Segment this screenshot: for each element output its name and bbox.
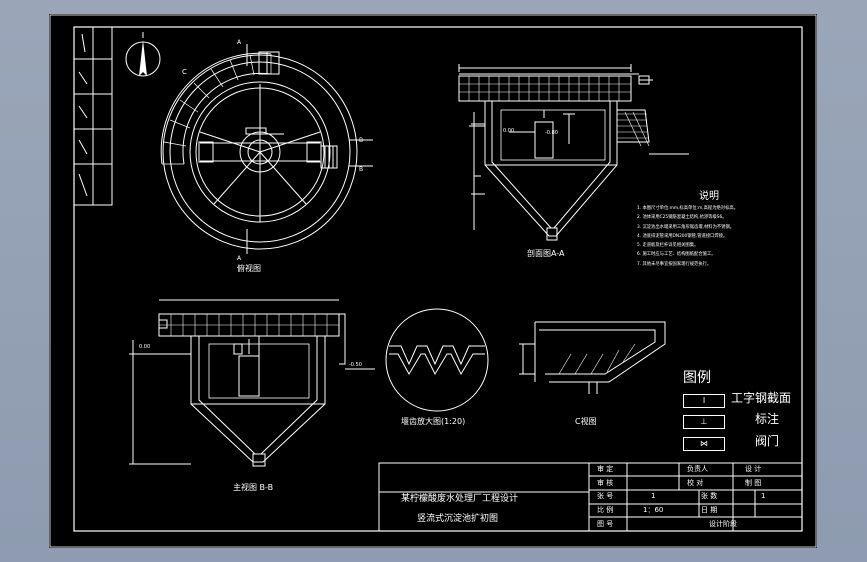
svg-text:A: A: [237, 39, 242, 46]
svg-text:C: C: [182, 68, 187, 76]
drawing-canvas: A A B B C: [49, 14, 817, 548]
tb-zhitu: 制 图: [745, 479, 762, 487]
legend-title: 图例: [683, 370, 711, 386]
drawing-sheet: A A B B C: [49, 14, 817, 548]
label-section-aa: 剖面图A-A: [527, 249, 565, 258]
label-main-view: 主视图 B-B: [233, 483, 274, 492]
svg-text:-0.80: -0.80: [545, 130, 558, 136]
tb-fuzeren: 负责人: [687, 465, 708, 473]
inner-border: [73, 26, 803, 532]
tb-sheji: 设 计: [745, 465, 762, 473]
legend-symbol-ibeam-icon: I: [683, 394, 725, 408]
binding-strip: [73, 26, 113, 206]
notes-line: 1. 本图尺寸单位:mm,标高单位:m,高程为绝对标高。: [637, 206, 738, 211]
section-aa-drawing: [458, 64, 689, 241]
notes-line: 4. 池底排泥管采用DN200钢管,管道接口焊接。: [637, 233, 728, 239]
svg-text:B: B: [359, 166, 363, 173]
tb-shending: 审 定: [597, 465, 614, 473]
tb-jiaodui: 校 对: [687, 479, 704, 487]
svg-text:A: A: [237, 255, 242, 262]
tb-shenhe: 审 核: [597, 479, 614, 487]
label-weir-detail: 堰齿放大图(1:20): [401, 417, 466, 426]
legend-label-valve: 阀门: [755, 434, 780, 448]
svg-text:B: B: [359, 137, 363, 144]
notes-line: 7. 其他未尽事宜按国家现行规范执行。: [637, 261, 712, 267]
notes-line: 2. 池体采用C25钢筋混凝土结构,抗渗等级S6。: [637, 215, 727, 221]
title-block-frame: [378, 462, 803, 532]
tb-tuhao: 图 号: [597, 520, 614, 528]
svg-text:0.00: 0.00: [139, 344, 150, 350]
tb-zhanghao-val: 1: [651, 492, 656, 500]
main-view-bb-drawing: [129, 299, 375, 467]
notes-line: 3. 沉淀池出水堰采用三角形锯齿堰,材料为不锈钢。: [637, 224, 735, 230]
legend-symbol-valve-icon: ⋈: [683, 437, 725, 451]
notes-line: 6. 施工时应与工艺、结构图纸配合施工。: [637, 252, 716, 258]
outer-border: [49, 14, 817, 548]
north-arrow-icon: [125, 32, 161, 77]
elev-tag-aa: 0.00: [503, 128, 514, 134]
c-view-drawing: [519, 321, 666, 394]
tb-bili: 比 例: [597, 506, 614, 514]
tb-zhangshu-val: 1: [761, 492, 766, 500]
weir-detail-drawing: [385, 308, 489, 412]
tb-sheji-jieduan: 设计阶段: [709, 520, 737, 528]
tb-zhanghao: 张 号: [597, 492, 614, 500]
tb-bili-val: 1：60: [643, 506, 664, 514]
top-view-drawing: [160, 44, 373, 254]
svg-text:-0.50: -0.50: [349, 362, 362, 368]
label-c-view: C视图: [575, 417, 597, 426]
notes-line: 5. 走道板及栏杆详见相关图集。: [637, 243, 699, 249]
tb-zhangshu: 张 数: [701, 492, 718, 500]
legend-symbol-annotation-icon: ⊥: [683, 415, 725, 429]
drawing-name: 竖流式沉淀池扩初图: [417, 514, 499, 524]
project-name: 某柠檬酸废水处理厂工程设计: [401, 494, 519, 504]
notes-title: 说明: [699, 191, 719, 202]
legend-label-ibeam: 工字钢截面: [731, 391, 792, 405]
legend-label-annotation: 标注: [755, 412, 780, 426]
label-top-view: 俯视图: [237, 264, 261, 273]
notes-block: 说明 1. 本图尺寸单位:mm,标高单位:m,高程为绝对标高。 2. 池体采用C…: [637, 192, 799, 272]
tb-riqi: 日 期: [701, 506, 718, 514]
